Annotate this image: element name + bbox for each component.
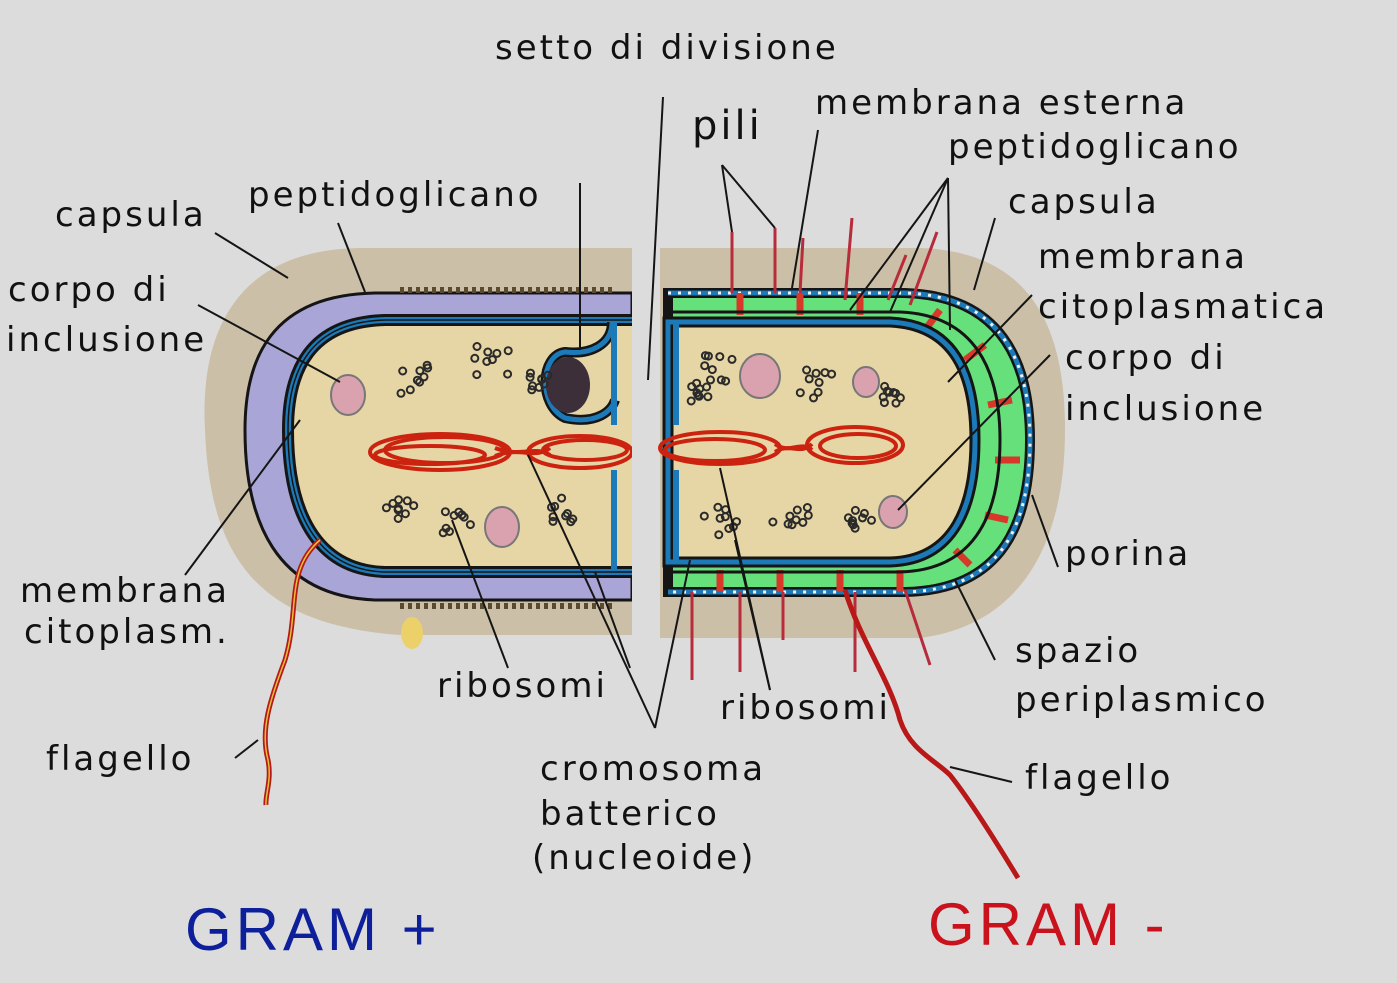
title-gram-negative: GRAM - bbox=[928, 895, 1169, 955]
label-cromosoma-2: batterico bbox=[540, 797, 720, 831]
label-corpo-left-1: corpo di bbox=[8, 273, 170, 307]
label-peptidoglicano-right: peptidoglicano bbox=[948, 130, 1242, 164]
label-porina: porina bbox=[1065, 537, 1191, 571]
label-cromosoma-1: cromosoma bbox=[540, 752, 766, 786]
label-membrana-cit-right-2: citoplasmatica bbox=[1038, 290, 1328, 324]
label-capsula-left: capsula bbox=[55, 198, 207, 232]
label-cromosoma-3: (nucleoide) bbox=[532, 841, 756, 875]
label-setto-di-divisione: setto di divisione bbox=[495, 31, 839, 65]
leader-capsula-left bbox=[215, 233, 288, 278]
label-corpo-right-2: inclusione bbox=[1065, 392, 1266, 426]
label-flagello-left: flagello bbox=[46, 742, 194, 776]
label-spazio-2: periplasmico bbox=[1015, 683, 1269, 717]
inclusion-body-right-1 bbox=[740, 354, 780, 398]
label-spazio-1: spazio bbox=[1015, 634, 1141, 668]
label-peptidoglicano-left: peptidoglicano bbox=[248, 178, 542, 212]
label-membrana-esterna: membrana esterna bbox=[815, 86, 1188, 120]
mesosome-granule bbox=[546, 357, 590, 413]
label-corpo-right-1: corpo di bbox=[1065, 341, 1227, 375]
inclusion-body-right-2 bbox=[853, 367, 879, 397]
gram-positive-cell bbox=[204, 248, 632, 805]
label-membrana-cit-left-1: membrana bbox=[20, 574, 230, 608]
label-ribosomi-right: ribosomi bbox=[720, 691, 891, 725]
inclusion-body-left-2 bbox=[485, 507, 519, 547]
label-capsula-right: capsula bbox=[1008, 185, 1160, 219]
label-pili: pili bbox=[692, 106, 763, 146]
label-membrana-cit-left-2: citoplasm. bbox=[24, 615, 230, 649]
yellow-granule bbox=[401, 617, 423, 649]
label-corpo-left-2: inclusione bbox=[6, 323, 207, 357]
label-membrana-cit-right-1: membrana bbox=[1038, 240, 1248, 274]
leader-flagello-right bbox=[950, 767, 1012, 782]
leader-flagello-left bbox=[235, 740, 258, 758]
title-gram-positive: GRAM + bbox=[185, 900, 441, 960]
label-flagello-right: flagello bbox=[1025, 761, 1173, 795]
inclusion-body-right-3 bbox=[879, 496, 907, 528]
label-ribosomi-left: ribosomi bbox=[437, 669, 608, 703]
